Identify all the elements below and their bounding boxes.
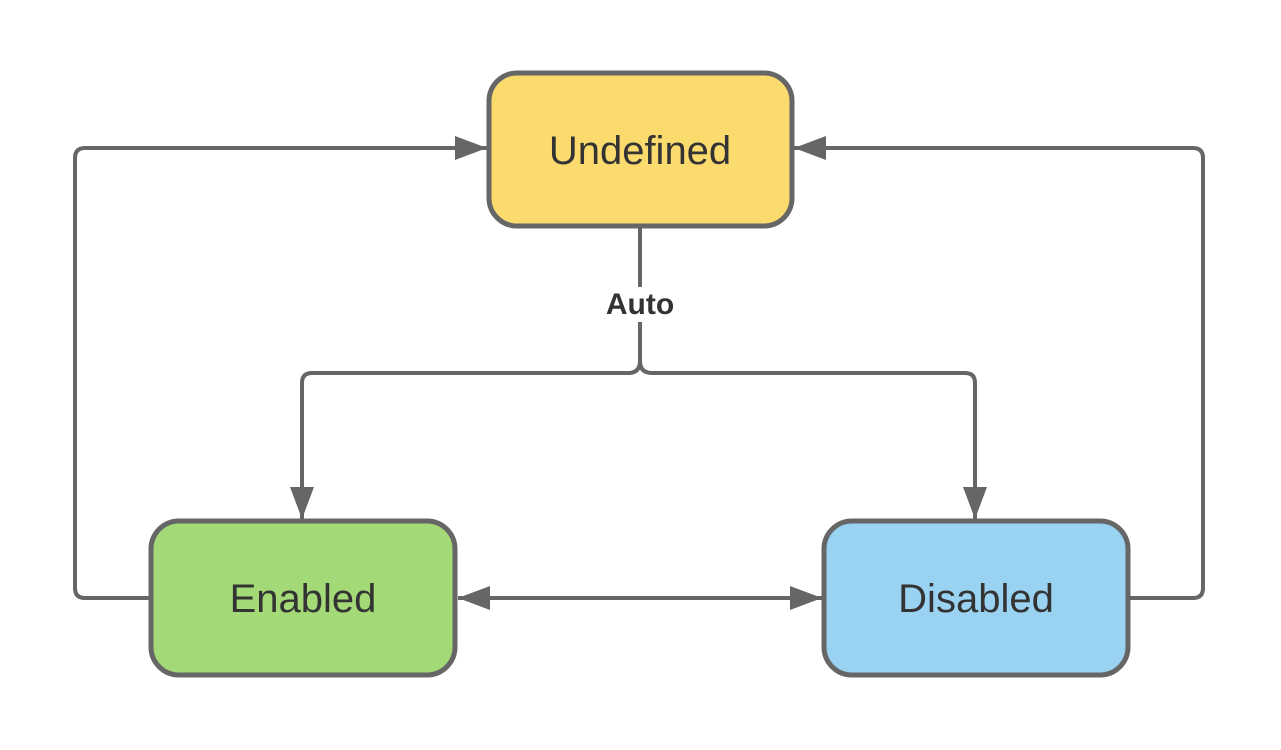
edge-enabled-to-undefined <box>73 136 487 600</box>
edge-label-auto: Auto <box>606 288 674 321</box>
state-node-undefined: Undefined <box>486 70 795 229</box>
state-node-enabled: Enabled <box>148 518 458 678</box>
edge-undefined-to-disabled <box>638 322 987 519</box>
state-node-enabled-shape <box>148 518 458 678</box>
state-node-enabled-label: Enabled <box>230 577 377 621</box>
state-node-undefined-label: Undefined <box>549 129 731 173</box>
edge-disabled-to-undefined <box>794 136 1205 600</box>
state-node-disabled-label: Disabled <box>898 577 1054 621</box>
edge-undefined-to-enabled <box>290 322 642 519</box>
state-node-undefined-shape <box>486 70 795 229</box>
state-node-disabled: Disabled <box>821 518 1131 678</box>
state-node-disabled-shape <box>821 518 1131 678</box>
